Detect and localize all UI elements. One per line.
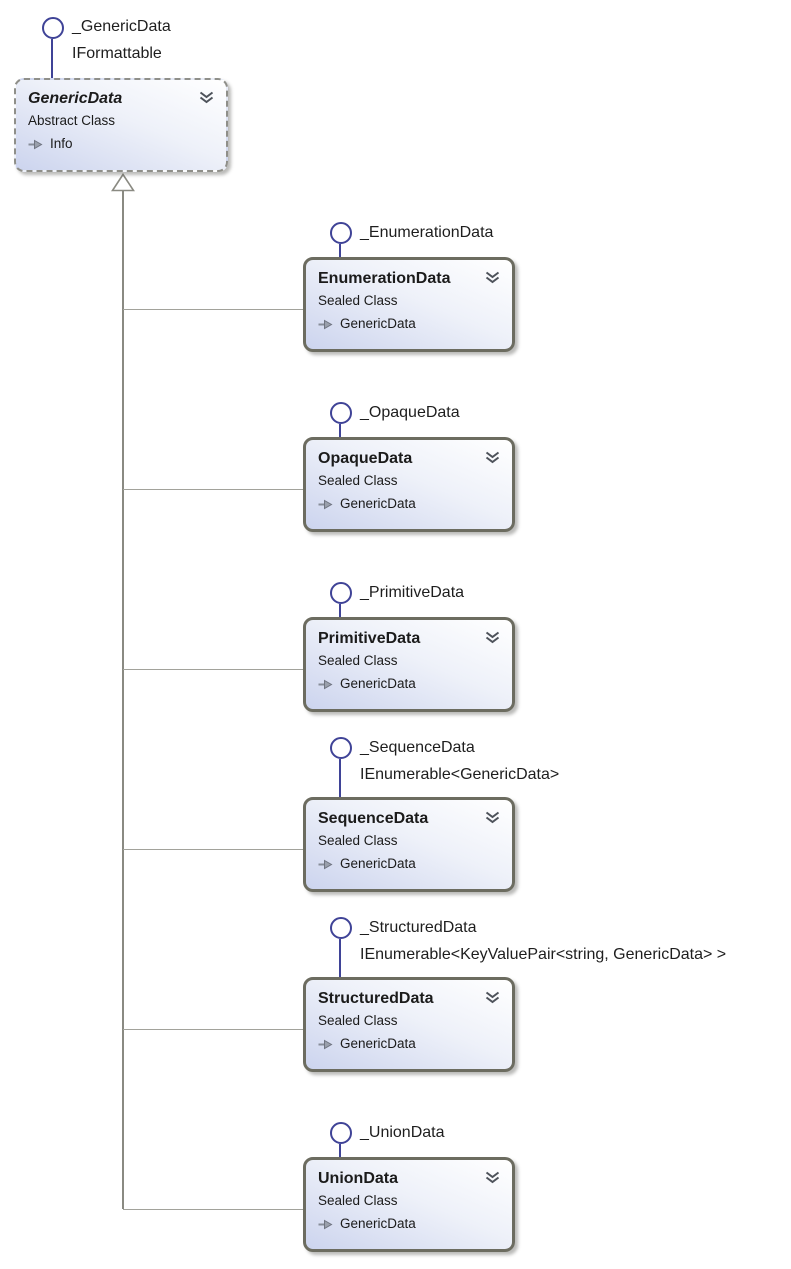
collapse-chevron-icon[interactable] [484,631,501,644]
pointer-arrow-icon [318,1219,333,1229]
class-title: OpaqueData [318,450,413,467]
interface-label: IFormattable [72,45,162,62]
class-title: EnumerationData [318,270,451,287]
class-kind: Abstract Class [28,113,116,128]
collapse-chevron-icon[interactable] [484,811,501,824]
collapse-chevron-icon[interactable] [484,451,501,464]
interface-label: _OpaqueData [360,404,460,421]
base-type-label: GenericData [340,1216,416,1231]
inheritance-branch-line [123,309,303,310]
lollipop-stem [339,424,341,437]
lollipop-stem [51,39,53,78]
pointer-arrow-icon [318,499,333,509]
base-type-label: GenericData [340,676,416,691]
lollipop-stem [339,244,341,257]
collapse-chevron-icon[interactable] [484,1171,501,1184]
interface-label: IEnumerable<GenericData> [360,766,560,783]
class-node-enumerationdata[interactable]: EnumerationData Sealed Class GenericData [303,257,515,352]
class-title: PrimitiveData [318,630,421,647]
base-type-label: GenericData [340,496,416,511]
member-label: Info [50,136,73,151]
pointer-arrow-icon [318,859,333,869]
base-type-row[interactable]: GenericData [318,494,501,514]
interface-label: _SequenceData [360,739,475,756]
interface-lollipop-icon[interactable] [330,402,352,424]
interface-label: _UnionData [360,1124,445,1141]
class-title: GenericData [28,90,123,107]
class-title: SequenceData [318,810,429,827]
collapse-chevron-icon[interactable] [198,91,215,104]
class-kind: Sealed Class [318,473,398,488]
inheritance-arrowhead-icon [111,173,135,192]
base-type-label: GenericData [340,1036,416,1051]
inheritance-branch-line [123,669,303,670]
inheritance-branch-line [123,1209,303,1210]
interface-lollipop-icon[interactable] [330,582,352,604]
collapse-chevron-icon[interactable] [484,991,501,1004]
class-kind: Sealed Class [318,1193,398,1208]
lollipop-stem [339,1144,341,1157]
member-row[interactable]: Info [28,134,215,154]
inheritance-branch-line [123,489,303,490]
class-kind: Sealed Class [318,833,398,848]
collapse-chevron-icon[interactable] [484,271,501,284]
interface-lollipop-icon[interactable] [330,917,352,939]
interface-lollipop-icon[interactable] [330,737,352,759]
interface-lollipop-icon[interactable] [42,17,64,39]
class-node-structureddata[interactable]: StructuredData Sealed Class GenericData [303,977,515,1072]
base-type-row[interactable]: GenericData [318,854,501,874]
inheritance-branch-line [123,849,303,850]
class-node-uniondata[interactable]: UnionData Sealed Class GenericData [303,1157,515,1252]
pointer-arrow-icon [318,1039,333,1049]
interface-label: _EnumerationData [360,224,494,241]
lollipop-stem [339,939,341,977]
base-type-row[interactable]: GenericData [318,1034,501,1054]
base-type-label: GenericData [340,316,416,331]
pointer-arrow-icon [318,679,333,689]
base-type-row[interactable]: GenericData [318,674,501,694]
base-type-row[interactable]: GenericData [318,314,501,334]
class-node-genericdata[interactable]: GenericData Abstract Class Info [14,78,228,172]
interface-label: _PrimitiveData [360,584,465,601]
lollipop-stem [339,604,341,617]
class-title: StructuredData [318,990,434,1007]
interface-lollipop-icon[interactable] [330,1122,352,1144]
interface-label: _StructuredData [360,919,477,936]
pointer-arrow-icon [318,319,333,329]
lollipop-stem [339,759,341,797]
class-title: UnionData [318,1170,398,1187]
class-kind: Sealed Class [318,1013,398,1028]
class-kind: Sealed Class [318,293,398,308]
inheritance-trunk-line [122,191,124,1209]
class-node-primitivedata[interactable]: PrimitiveData Sealed Class GenericData [303,617,515,712]
base-type-row[interactable]: GenericData [318,1214,501,1234]
interface-label: _GenericData [72,18,171,35]
class-node-opaquedata[interactable]: OpaqueData Sealed Class GenericData [303,437,515,532]
base-type-label: GenericData [340,856,416,871]
class-kind: Sealed Class [318,653,398,668]
pointer-arrow-icon [28,139,43,149]
interface-lollipop-icon[interactable] [330,222,352,244]
class-node-sequencedata[interactable]: SequenceData Sealed Class GenericData [303,797,515,892]
inheritance-branch-line [123,1029,303,1030]
interface-label: IEnumerable<KeyValuePair<string, Generic… [360,946,727,963]
